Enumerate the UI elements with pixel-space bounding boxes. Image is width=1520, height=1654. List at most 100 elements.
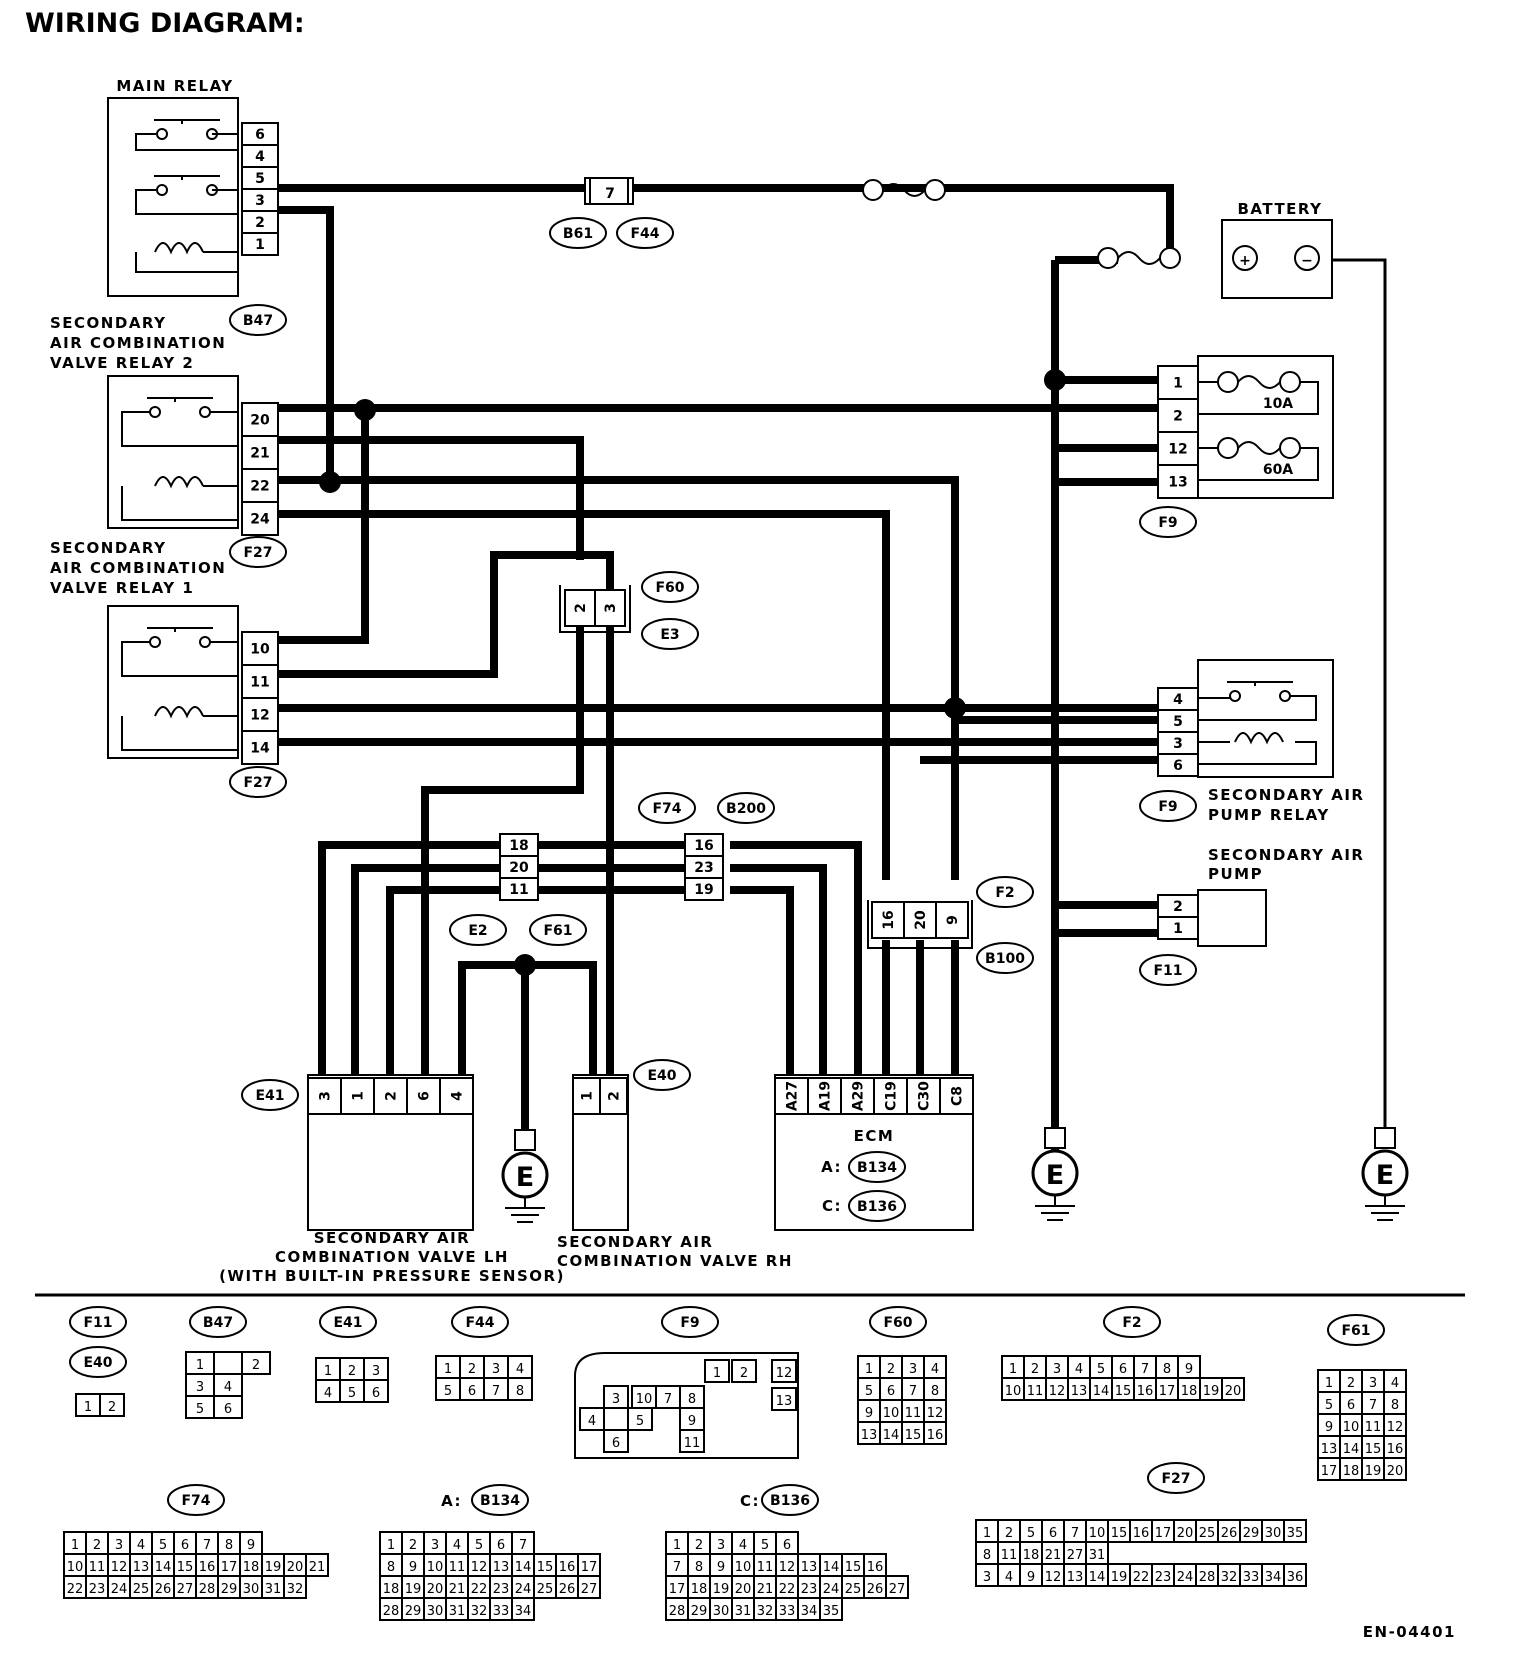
battery: BATTERY+− [1221,200,1333,299]
pin-cell [439,1077,474,1115]
pin-number: 7 [1071,1526,1079,1541]
view-e40-label: E40 [69,1346,127,1378]
pin-number: 13 [1071,1384,1088,1399]
pin-cell [241,631,279,666]
connector-oval [167,1484,225,1516]
connector-id: B47 [243,313,273,329]
pin-number: 6 [783,1538,791,1553]
pin-cell [871,901,905,939]
pin-number: 28 [199,1582,216,1597]
pin-cell [873,1077,908,1115]
pin-cell [241,232,279,256]
pin-number: 4 [739,1538,747,1553]
pin-cell [599,1077,628,1115]
connector-oval [976,942,1034,974]
pin-number: 15 [1111,1526,1128,1541]
f61-connector: F61 [529,914,587,946]
ground-symbol: E [501,1129,549,1223]
pin-number: 17 [1159,1384,1176,1399]
wire-e41-1 [351,864,500,1080]
pin-number: 1 [387,1538,395,1553]
relay2-label: AIR COMBINATION [50,334,226,352]
wire-relay2-22 [268,476,959,880]
connector-id: B200 [726,801,766,817]
pin-number: 14 [823,1560,840,1575]
pin-number: 6 [497,1538,505,1553]
ground-label: E [516,1162,534,1193]
pin-number: 15 [845,1560,862,1575]
pin-number: 12 [1049,1384,1066,1399]
pin-number: 13 [1321,1442,1338,1457]
pin-number: 18 [1023,1548,1040,1563]
pin-number: 10 [67,1560,84,1575]
connector-oval [633,1059,691,1091]
view-f60-label: F60 [869,1306,927,1338]
pin-number: 6 [887,1384,895,1399]
pin-number: 8 [688,1392,696,1407]
pin-number: 4 [588,1414,596,1429]
valve-rh-label: COMBINATION VALVE RH [557,1252,793,1270]
connector-oval [319,1306,377,1338]
pump-label: SECONDARY AIR [1208,846,1364,864]
pin-number: 4 [450,1091,466,1101]
pin-number: 7 [909,1384,917,1399]
pin-number: 1 [71,1538,79,1553]
connector-oval [69,1346,127,1378]
pin-number: A19 [818,1081,834,1111]
connector-id: F27 [1161,1471,1190,1487]
pin-cell [241,730,279,765]
pin-number: 9 [717,1560,725,1575]
pin-number: 11 [1027,1384,1044,1399]
pin-number: 1 [673,1538,681,1553]
pin-number: 6 [224,1402,232,1417]
pin-number: 31 [1089,1548,1106,1563]
junction-dot [944,697,966,719]
connector-id: F2 [995,885,1014,901]
pin-number: 2 [348,1364,356,1379]
pin-number: 31 [735,1604,752,1619]
pin-number: 17 [581,1560,598,1575]
pin-cell [1157,365,1199,400]
pin-number: 9 [688,1414,696,1429]
pin-number: 21 [449,1582,466,1597]
pin-number: 5 [196,1402,204,1417]
pin-number: 8 [225,1538,233,1553]
connector-id: F11 [83,1315,112,1331]
pin-number: 28 [1199,1570,1216,1585]
connector-id: B134 [857,1160,897,1176]
pin-number: 3 [492,1362,500,1377]
pin-number: 7 [519,1538,527,1553]
ground-label: E [1046,1160,1064,1191]
connector-oval [661,1306,719,1338]
pin-number: 6 [372,1386,380,1401]
pin-number: 4 [453,1538,461,1553]
valve-rh-connector: E40 [633,1059,691,1091]
view-f9-label: F9 [661,1306,719,1338]
pin-number: 24 [823,1582,840,1597]
connector-oval [241,1079,299,1111]
pin-number: 2 [887,1362,895,1377]
pin-number: 20 [735,1582,752,1597]
pin-number: 14 [1093,1384,1110,1399]
connector-id: F61 [543,923,572,939]
pin-number: C19 [884,1081,900,1111]
connector-id: F60 [655,580,684,596]
valve-lh-label: SECONDARY AIR [314,1229,470,1247]
connector-oval [976,876,1034,908]
pin-number: 32 [471,1604,488,1619]
connector-oval [471,1484,529,1516]
pin-number: 10 [883,1406,900,1421]
pin-number: 1 [1009,1362,1017,1377]
pin-number: 3 [612,1392,620,1407]
pin-number: 27 [177,1582,194,1597]
pin-number: A29 [851,1081,867,1111]
pin-number: 29 [221,1582,238,1597]
pin-number: 18 [1343,1464,1360,1479]
pin-cell [939,1077,974,1115]
